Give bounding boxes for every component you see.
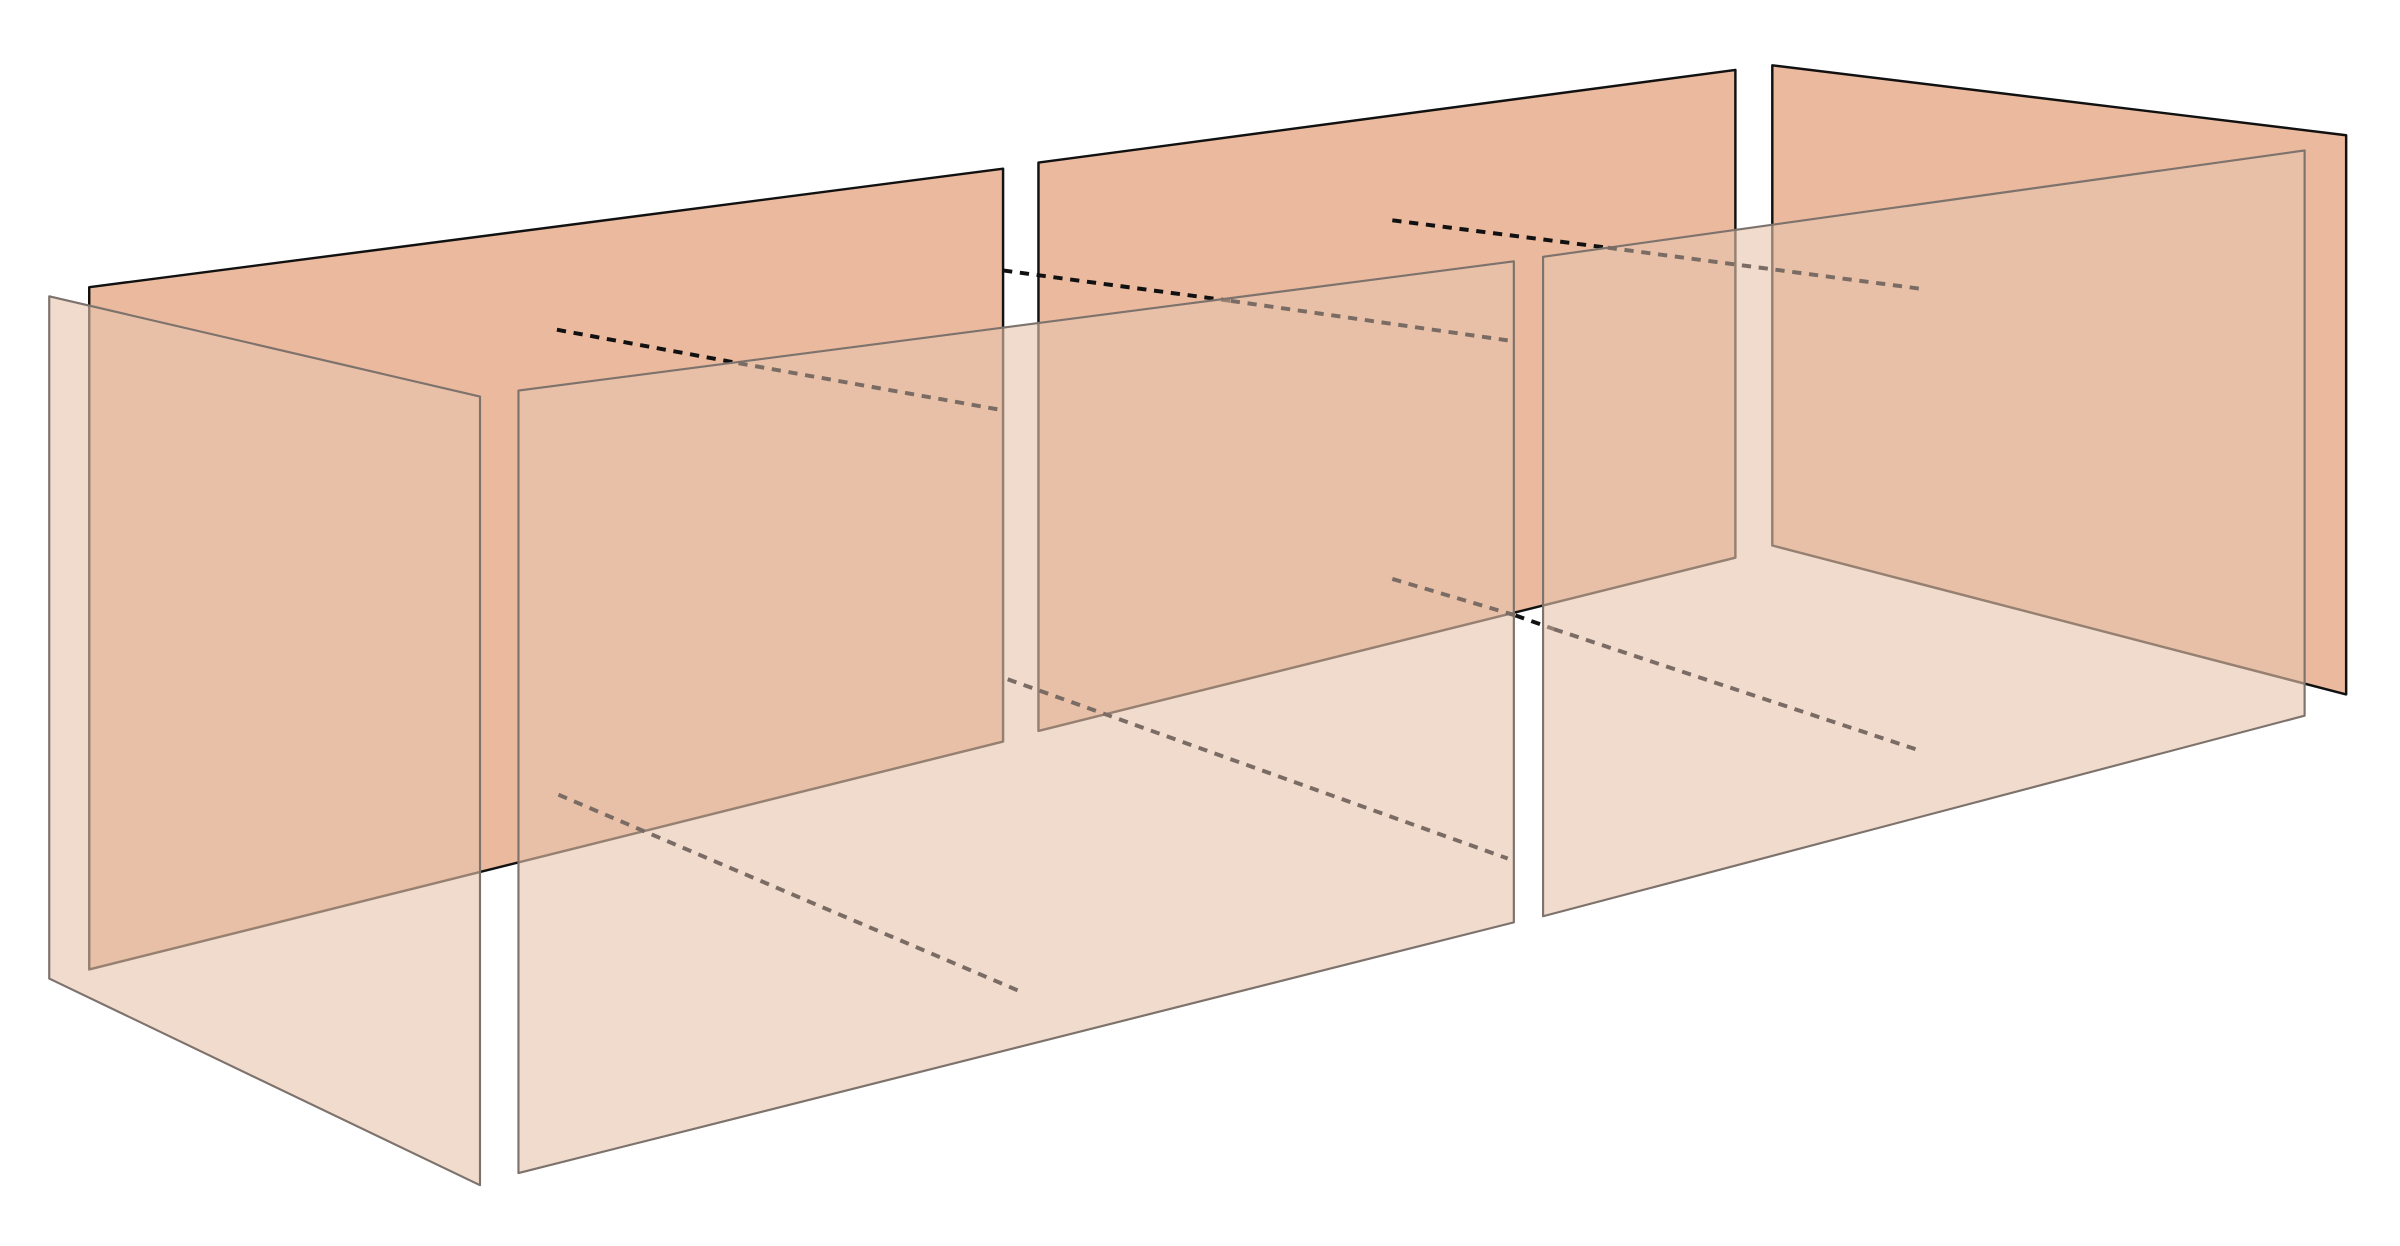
guide-line-bottom-right-gray-a	[1391, 577, 1516, 618]
front-panels	[48, 149, 2306, 1187]
guide-line-bottom-middle-gray	[1007, 677, 1509, 861]
guide-line-top-right-gray	[1607, 245, 1921, 291]
guide-line-top-right-dark	[1392, 218, 1608, 250]
front-panel-middle	[517, 260, 1515, 1175]
guide-line-top-middle-gray	[1230, 298, 1508, 343]
guide-lines-front	[557, 245, 1921, 993]
guide-line-top-left-gray	[738, 361, 1004, 413]
front-panel-right	[1542, 149, 2306, 918]
guide-line-bottom-right-gray-b	[1553, 627, 1921, 753]
front-panel-left	[48, 295, 482, 1187]
guide-line-top-left-dark	[556, 327, 739, 366]
guide-line-top-middle-dark	[1002, 268, 1232, 303]
